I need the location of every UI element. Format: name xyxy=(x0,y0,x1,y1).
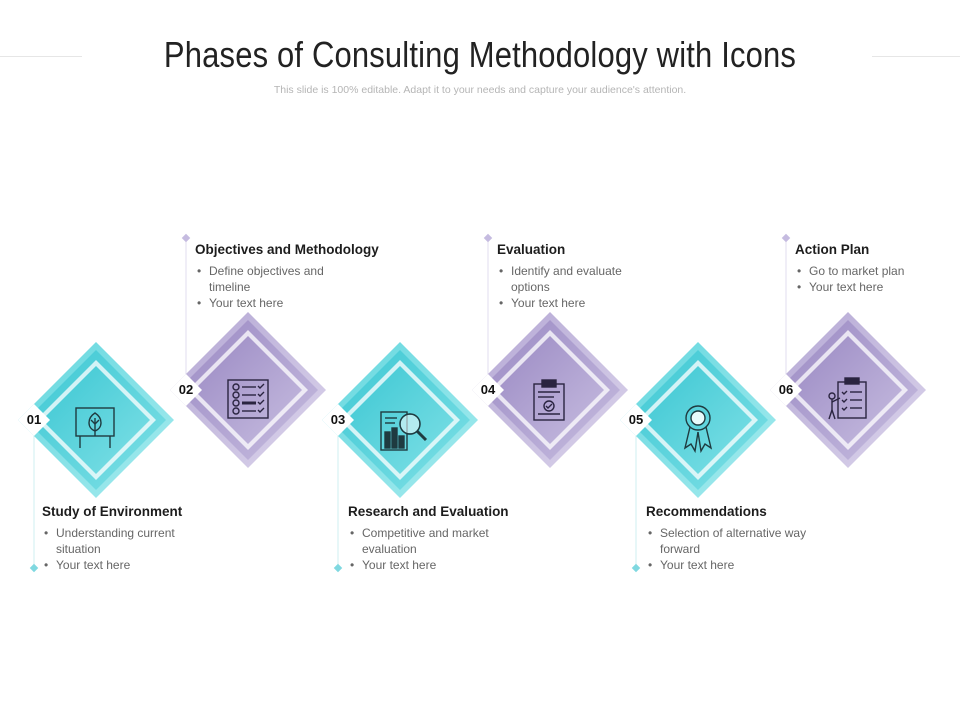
phase-06-bullet-2: Your text here xyxy=(795,279,935,295)
phase-04-diamond xyxy=(472,312,628,468)
phase-04-number: 04 xyxy=(480,382,496,397)
award-ribbon-icon xyxy=(683,405,713,454)
page-subtitle: This slide is 100% editable. Adapt it to… xyxy=(273,84,687,96)
phase-03-title: Research and Evaluation xyxy=(348,504,509,519)
phase-01-diamond xyxy=(18,342,174,498)
phase-06-bullet-1: Go to market plan xyxy=(795,263,935,279)
phase-01-title: Study of Environment xyxy=(42,504,183,519)
phase-05-bullet-1: Selection of alternative way forward xyxy=(646,525,816,557)
phase-06-text: Action Plan Go to market plan Your text … xyxy=(795,242,945,295)
phase-04-bullet-1: Identify and evaluate options xyxy=(497,263,627,295)
phase-06-number: 06 xyxy=(778,382,794,397)
person-clipboard-icon xyxy=(828,377,867,420)
phase-05-bullet-2: Your text here xyxy=(646,557,816,573)
page-title: Phases of Consulting Methodology with Ic… xyxy=(163,34,797,75)
phase-05-title: Recommendations xyxy=(646,504,767,519)
phase-03-text: Research and Evaluation Competitive and … xyxy=(348,504,528,573)
clipboard-check-icon xyxy=(533,379,565,421)
phase-05-bullets: Selection of alternative way forward You… xyxy=(646,525,816,573)
phase-04-title: Evaluation xyxy=(497,242,566,257)
header-rule-left xyxy=(0,56,82,57)
phase-03-bullets: Competitive and market evaluation Your t… xyxy=(348,525,498,573)
phase-01-bullets: Understanding current situation Your tex… xyxy=(42,525,202,573)
phase-02-title: Objectives and Methodology xyxy=(195,242,379,257)
phase-03-number: 03 xyxy=(330,412,346,427)
header-rule-right xyxy=(872,56,960,57)
phase-02-number: 02 xyxy=(178,382,194,397)
phase-02-bullet-1: Define objectives and timeline xyxy=(195,263,335,295)
phase-02-diamond xyxy=(170,312,326,468)
phase-01-bullet-2: Your text here xyxy=(42,557,202,573)
phase-02-text: Objectives and Methodology Define object… xyxy=(195,242,395,311)
phase-06-diamond xyxy=(770,312,926,468)
phase-03-bullet-2: Your text here xyxy=(348,557,498,573)
phase-03-bullet-1: Competitive and market evaluation xyxy=(348,525,498,557)
phase-01-text: Study of Environment Understanding curre… xyxy=(42,504,202,573)
phase-02-bullets: Define objectives and timeline Your text… xyxy=(195,263,335,311)
phase-06-title: Action Plan xyxy=(795,242,870,257)
phase-02-bullet-2: Your text here xyxy=(195,295,335,311)
phase-06-bullets: Go to market plan Your text here xyxy=(795,263,935,295)
phase-05-text: Recommendations Selection of alternative… xyxy=(646,504,826,573)
phase-04-bullet-2: Your text here xyxy=(497,295,627,311)
phase-01-bullet-1: Understanding current situation xyxy=(42,525,202,557)
checklist-icon xyxy=(227,379,269,419)
phase-01-number: 01 xyxy=(26,412,42,427)
tree-board-icon xyxy=(75,407,115,448)
phase-05-number: 05 xyxy=(628,412,644,427)
magnifier-chart-icon xyxy=(380,411,428,451)
phase-04-bullets: Identify and evaluate options Your text … xyxy=(497,263,627,311)
connector-lines xyxy=(33,430,637,568)
phase-03-diamond xyxy=(322,342,478,498)
connector-lines-purple xyxy=(185,240,787,384)
phase-04-text: Evaluation Identify and evaluate options… xyxy=(497,242,647,311)
